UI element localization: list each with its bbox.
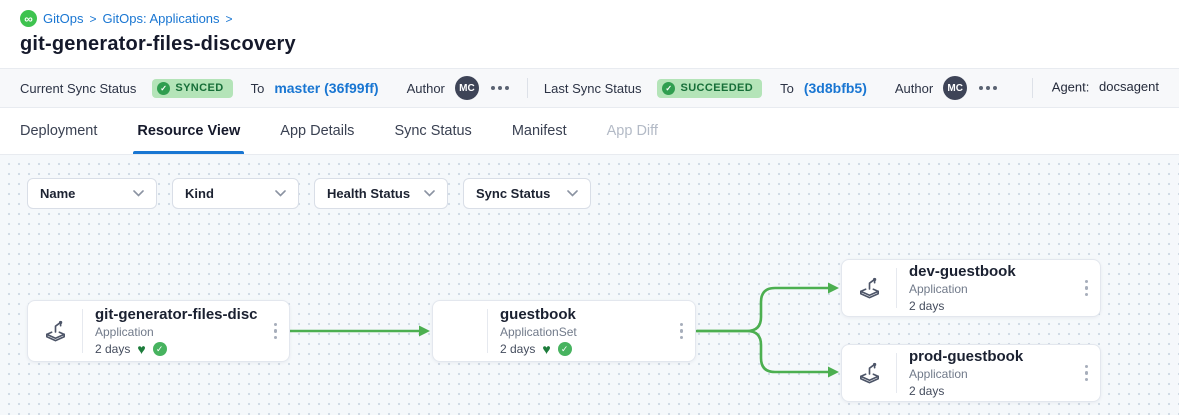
last-author-avatar[interactable]: MC (943, 76, 968, 100)
node-body: guestbook ApplicationSet 2 days ♥ ✓ (488, 306, 676, 356)
node-kind: Application (909, 282, 968, 296)
chevron-down-icon (275, 190, 286, 197)
breadcrumb-link-applications[interactable]: GitOps: Applications (102, 11, 220, 26)
filter-bar: Name Kind Health Status Sync Status (27, 178, 591, 209)
check-circle-icon: ✓ (662, 81, 676, 95)
application-crane-icon (28, 318, 82, 345)
filter-label: Sync Status (476, 186, 551, 201)
divider (82, 309, 83, 353)
tab-app-details[interactable]: App Details (280, 123, 355, 139)
edge-guestbook-to-dev (695, 286, 830, 333)
tab-manifest[interactable]: Manifest (511, 123, 567, 139)
last-sync-status-badge: ✓ SUCCEEDED (657, 78, 763, 98)
current-author-label: Author (406, 80, 445, 96)
edge-guestbook-to-prod (695, 329, 830, 374)
node-title: dev-guestbook (909, 263, 1016, 280)
filter-label: Name (40, 186, 76, 201)
agent-label: Agent: (1051, 79, 1090, 95)
node-body: git-generator-files-disco... Application… (83, 306, 270, 356)
node-kebab-menu-icon[interactable] (1081, 359, 1101, 388)
tab-deployment[interactable]: Deployment (20, 123, 98, 139)
breadcrumb-separator: > (225, 11, 233, 26)
graph-node-dev-guestbook[interactable]: dev-guestbook Application 2 days (841, 259, 1101, 317)
last-to-label: To (780, 80, 794, 96)
divider (896, 268, 897, 308)
agent-info: Agent: docsagent (1031, 78, 1159, 98)
graph-node-git-generator-files-discovery[interactable]: git-generator-files-disco... Application… (27, 300, 290, 362)
last-sync-menu-icon[interactable] (977, 82, 999, 94)
current-sync-status-label: Current Sync Status (20, 80, 137, 96)
node-kind: Application (909, 367, 968, 381)
breadcrumb: ∞ GitOps > GitOps: Applications > (20, 10, 1159, 27)
last-sync-status-label: Last Sync Status (543, 80, 642, 96)
current-author-avatar[interactable]: MC (454, 76, 479, 100)
filter-label: Kind (185, 186, 214, 201)
current-sync-menu-icon[interactable] (489, 82, 511, 94)
node-age: 2 days (95, 342, 131, 356)
tab-sync-status[interactable]: Sync Status (394, 123, 472, 139)
graph-node-prod-guestbook[interactable]: prod-guestbook Application 2 days (841, 344, 1101, 402)
chevron-down-icon (567, 190, 578, 197)
current-sync-status-value: SYNCED (175, 82, 224, 94)
graph-node-guestbook[interactable]: guestbook ApplicationSet 2 days ♥ ✓ (432, 300, 696, 362)
node-kebab-menu-icon[interactable] (270, 317, 290, 346)
node-body: dev-guestbook Application 2 days (897, 263, 1081, 313)
application-crane-icon (842, 360, 896, 387)
tab-bar: Deployment Resource View App Details Syn… (0, 108, 1179, 155)
node-kind: Application (95, 325, 154, 339)
breadcrumb-separator: > (89, 11, 97, 26)
divider (487, 309, 488, 353)
node-meta: 2 days ♥ ✓ (95, 342, 258, 356)
divider (896, 353, 897, 393)
chevron-down-icon (424, 190, 435, 197)
last-revision-link[interactable]: (3d8bfb5) (803, 80, 867, 96)
node-age: 2 days (909, 384, 945, 398)
synced-check-icon: ✓ (152, 342, 167, 356)
node-meta: 2 days (909, 384, 1069, 398)
node-title: git-generator-files-disco... (95, 306, 258, 323)
current-sync-status-badge: ✓ SYNCED (152, 78, 233, 98)
agent-value: docsagent (1099, 79, 1159, 95)
node-age: 2 days (909, 299, 945, 313)
gitops-logo-icon: ∞ (20, 10, 37, 27)
page-title: git-generator-files-discovery (20, 33, 296, 55)
divider (526, 78, 528, 98)
current-to-label: To (250, 80, 265, 96)
node-meta: 2 days (909, 299, 1069, 313)
sync-status-bar: Current Sync Status ✓ SYNCED To master (… (0, 68, 1179, 108)
health-heart-icon: ♥ (137, 341, 146, 357)
node-meta: 2 days ♥ ✓ (500, 342, 664, 356)
node-body: prod-guestbook Application 2 days (897, 348, 1081, 398)
filter-kind-dropdown[interactable]: Kind (172, 178, 299, 209)
filter-health-status-dropdown[interactable]: Health Status (314, 178, 448, 209)
filter-name-dropdown[interactable]: Name (27, 178, 157, 209)
synced-check-icon: ✓ (557, 342, 572, 356)
node-age: 2 days (500, 342, 536, 356)
last-author-label: Author (894, 80, 934, 96)
filter-label: Health Status (327, 186, 411, 201)
application-crane-icon (842, 275, 896, 302)
node-kebab-menu-icon[interactable] (676, 317, 696, 346)
check-circle-icon: ✓ (157, 81, 171, 95)
resource-graph-canvas[interactable]: Name Kind Health Status Sync Status (0, 155, 1179, 415)
last-sync-status-value: SUCCEEDED (680, 82, 754, 94)
filter-sync-status-dropdown[interactable]: Sync Status (463, 178, 591, 209)
health-heart-icon: ♥ (542, 341, 551, 357)
current-revision-link[interactable]: master (36f99ff) (274, 80, 379, 96)
breadcrumb-link-gitops[interactable]: GitOps (43, 11, 84, 26)
page-header: ∞ GitOps > GitOps: Applications > git-ge… (0, 0, 1179, 68)
tab-app-diff: App Diff (606, 123, 658, 139)
tab-resource-view[interactable]: Resource View (133, 108, 245, 154)
node-title: prod-guestbook (909, 348, 1024, 365)
chevron-down-icon (133, 190, 144, 197)
node-kebab-menu-icon[interactable] (1081, 274, 1101, 303)
node-title: guestbook (500, 306, 576, 323)
node-kind: ApplicationSet (500, 325, 577, 339)
